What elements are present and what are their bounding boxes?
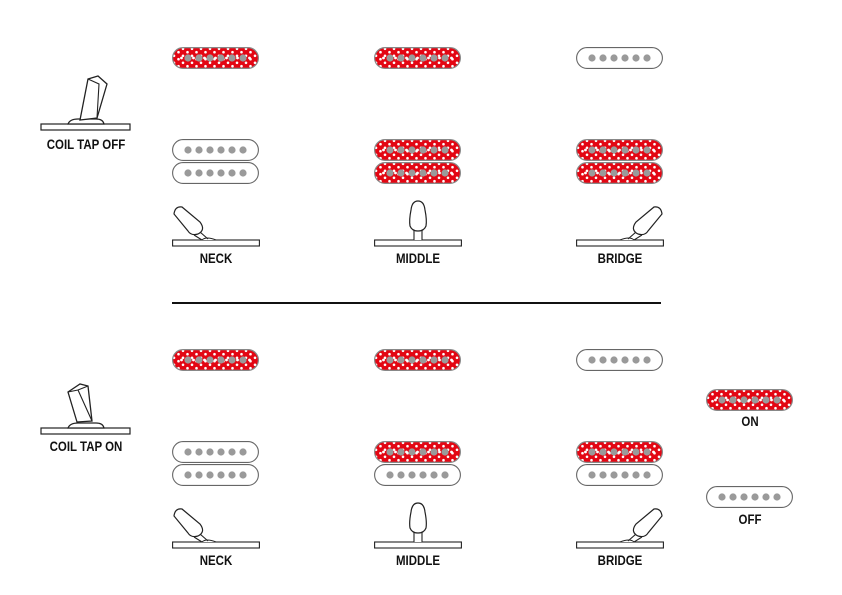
bridge-coil-on [374, 441, 461, 463]
bridge-coil-off [172, 441, 259, 463]
neck-pickup-on [172, 349, 259, 371]
selector-middle-icon [374, 502, 462, 549]
position-label: MIDDLE [395, 250, 440, 266]
neck-pickup-on [374, 349, 461, 371]
bridge-coil-on [576, 139, 663, 161]
toggle-label: COIL TAP OFF [46, 136, 126, 152]
selector-neck-icon [172, 508, 260, 549]
position-label: NECK [199, 250, 233, 266]
selector-neck-icon [172, 206, 260, 247]
section-divider [172, 302, 661, 304]
legend-coil-on-icon [706, 389, 793, 411]
selector-middle-icon [374, 200, 462, 247]
bridge-coil-off [172, 464, 259, 486]
neck-pickup-on [172, 47, 259, 69]
legend-on-label: ON [741, 413, 759, 429]
legend-off-label: OFF [738, 511, 762, 527]
neck-pickup-off [576, 47, 663, 69]
legend-coil-off-icon [706, 486, 793, 508]
bridge-coil-off [172, 139, 259, 161]
toggle-switch-down-icon [40, 383, 131, 435]
neck-pickup-off [576, 349, 663, 371]
bridge-coil-on [374, 139, 461, 161]
selector-bridge-icon [576, 206, 664, 247]
position-label: BRIDGE [597, 250, 643, 266]
bridge-coil-off [576, 464, 663, 486]
toggle-switch-up-icon [40, 75, 131, 131]
position-label: BRIDGE [597, 552, 643, 568]
bridge-coil-on [576, 162, 663, 184]
position-label: NECK [199, 552, 233, 568]
selector-bridge-icon [576, 508, 664, 549]
bridge-coil-off [172, 162, 259, 184]
position-label: MIDDLE [395, 552, 440, 568]
toggle-label: COIL TAP ON [49, 438, 123, 454]
bridge-coil-on [374, 162, 461, 184]
neck-pickup-on [374, 47, 461, 69]
bridge-coil-on [576, 441, 663, 463]
bridge-coil-off [374, 464, 461, 486]
